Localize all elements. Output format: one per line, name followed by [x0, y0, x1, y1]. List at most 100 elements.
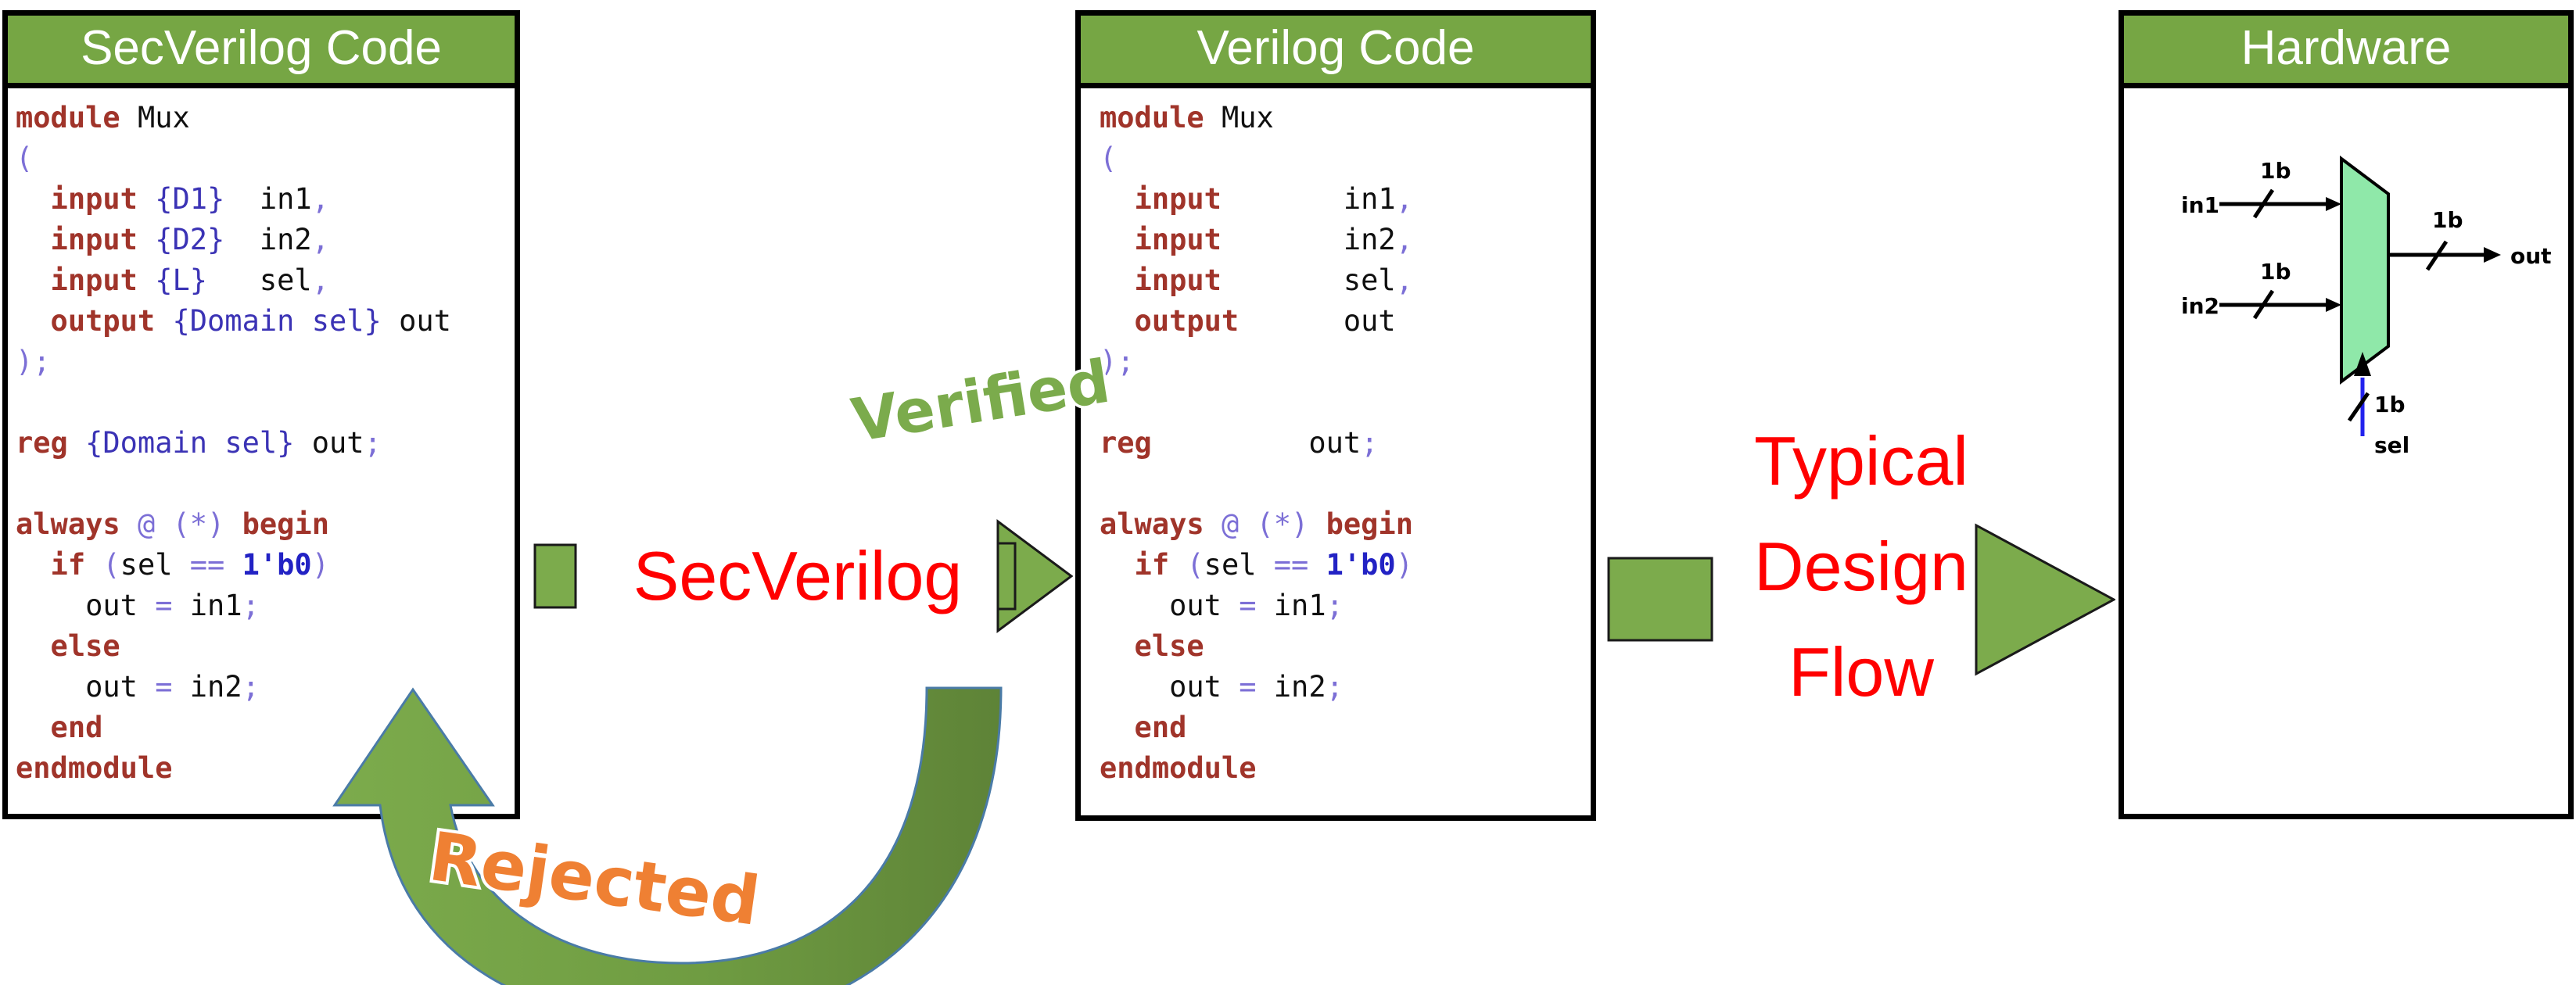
code-line: ); — [1100, 342, 1591, 382]
mux-label-in1: in1 — [2181, 192, 2220, 218]
panel-hardware: Hardware in1 1b in2 1b out — [2119, 10, 2574, 819]
code-token: , — [1395, 263, 1413, 297]
code-token: endmodule — [16, 751, 173, 785]
code-token: always — [16, 507, 138, 541]
flow-arrow-secverilog-tail — [533, 543, 577, 609]
flow-label-secverilog: SecVerilog — [633, 537, 963, 614]
code-token: == — [189, 548, 242, 582]
code-line — [1100, 382, 1591, 423]
mux-width-out: 1b — [2432, 207, 2463, 233]
sel-arrowhead — [2354, 352, 2371, 376]
code-token: out — [16, 670, 156, 704]
code-token: ( — [102, 548, 120, 582]
code-token: ; — [1326, 589, 1344, 622]
code-token: else — [1100, 629, 1204, 663]
code-token: in2 — [189, 670, 242, 704]
code-token: out — [294, 426, 364, 460]
code-token: ( — [1100, 141, 1118, 175]
mux-width-sel: 1b — [2374, 392, 2406, 417]
mux-body — [2340, 156, 2390, 385]
mux-width-in1: 1b — [2260, 158, 2291, 184]
code-token: in1 — [1273, 589, 1326, 622]
code-line — [16, 464, 515, 504]
code-line: if (sel == 1'b0) — [1100, 545, 1591, 586]
panel-title-secverilog: SecVerilog Code — [8, 16, 515, 88]
code-line: out = in1; — [1100, 586, 1591, 626]
code-token: = — [155, 670, 190, 704]
code-token: ; — [1326, 670, 1344, 704]
code-token: sel — [1343, 263, 1396, 297]
rejected-curved-arrow — [332, 686, 1003, 985]
code-token: @ (*) — [137, 507, 242, 541]
flow-arrow-design-tail — [1607, 557, 1713, 642]
code-line: input {D1} in1, — [16, 179, 515, 220]
code-token: sel — [1204, 548, 1274, 582]
mux-label-sel: sel — [2374, 432, 2410, 458]
code-line: always @ (*) begin — [16, 504, 515, 545]
sel-width-slash — [2347, 392, 2370, 422]
code-line: input {D2} in2, — [16, 220, 515, 260]
code-line: always @ (*) begin — [1100, 504, 1591, 545]
panel-body-hardware: in1 1b in2 1b out 1b 1b sel — [2124, 88, 2568, 814]
code-line: module Mux — [1100, 98, 1591, 138]
code-token: in2 — [224, 223, 312, 256]
verified-wordart: Verified — [845, 343, 1118, 458]
code-token: begin — [242, 507, 329, 541]
in1-arrowhead — [2326, 197, 2341, 211]
code-token: if — [1100, 548, 1187, 582]
code-line: end — [16, 707, 515, 748]
code-token: in1 — [1343, 182, 1396, 216]
code-token: input — [1100, 263, 1344, 297]
code-line: input in2, — [1100, 220, 1591, 260]
code-line: endmodule — [16, 748, 515, 789]
code-token: ); — [16, 345, 51, 378]
code-line: if (sel == 1'b0) — [16, 545, 515, 586]
code-token: out — [1100, 670, 1240, 704]
mux-label-in2: in2 — [2181, 293, 2220, 319]
code-line — [1100, 464, 1591, 504]
flow-arrow-design-head — [1975, 523, 2115, 676]
code-token: ) — [1395, 548, 1413, 582]
in1-width-slash — [2252, 188, 2275, 219]
code-token: in1 — [224, 182, 312, 216]
code-token: , — [1395, 223, 1413, 256]
code-token: sel — [120, 548, 190, 582]
code-line: reg {Domain sel} out; — [16, 423, 515, 464]
code-token: reg — [1100, 426, 1309, 460]
panel-body-secverilog: module Mux( input {D1} in1, input {D2} i… — [8, 88, 515, 814]
code-token: input — [1100, 223, 1344, 256]
code-token: @ (*) — [1221, 507, 1326, 541]
code-token: input — [16, 182, 156, 216]
code-token: ; — [1361, 426, 1379, 460]
code-line — [16, 382, 515, 423]
panel-verilog-code: Verilog Code module Mux( input in1, inpu… — [1075, 10, 1596, 821]
code-token: endmodule — [1100, 751, 1257, 785]
code-token: end — [1100, 711, 1187, 744]
code-line: output {Domain sel} out — [16, 301, 515, 342]
out-arrowhead — [2484, 247, 2501, 263]
verified-wordart-text: Verified — [845, 343, 1118, 458]
code-token: output — [1100, 304, 1344, 338]
code-line: output out — [1100, 301, 1591, 342]
code-token: ); — [1100, 345, 1135, 378]
code-token: = — [1239, 589, 1274, 622]
code-token: , — [311, 263, 329, 297]
panel-body-verilog: module Mux( input in1, input in2, input … — [1081, 88, 1591, 815]
code-token: ; — [242, 670, 260, 704]
code-line: out = in1; — [16, 586, 515, 626]
code-token: 1'b0 — [1326, 548, 1396, 582]
code-token: {Domain sel} — [172, 304, 382, 338]
code-token: ( — [16, 141, 34, 175]
code-token: , — [311, 182, 329, 216]
code-token: out — [381, 304, 451, 338]
code-token: out — [1308, 426, 1362, 460]
panel-secverilog-code: SecVerilog Code module Mux( input {D1} i… — [2, 10, 520, 819]
code-token: in2 — [1343, 223, 1396, 256]
code-line: ( — [16, 138, 515, 179]
code-line: else — [16, 626, 515, 667]
code-token: = — [1239, 670, 1274, 704]
code-token: {L} — [155, 263, 208, 297]
panel-title-hardware: Hardware — [2124, 16, 2568, 88]
mux-label-out: out — [2510, 243, 2552, 269]
code-token: ) — [311, 548, 329, 582]
